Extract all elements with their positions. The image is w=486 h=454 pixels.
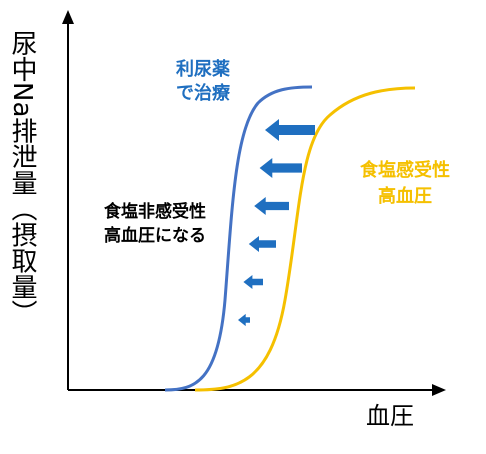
treatment-label-line-2: で治療: [176, 83, 230, 104]
x-axis-arrowhead: [432, 384, 446, 396]
shift-arrows: [238, 119, 315, 327]
treatment-label: 利尿薬 で治療: [158, 58, 248, 106]
salt-sensitive-label: 食塩感受性 高血圧: [340, 158, 470, 210]
salt-nonsensitive-curve: [164, 85, 313, 392]
y-axis-label: 尿中Na排泄量（摂取量）: [7, 30, 37, 326]
x-axis-label: 血圧: [366, 402, 414, 430]
shift-arrow: [254, 197, 289, 215]
treatment-label-line-1: 利尿薬: [176, 59, 230, 80]
salt-sensitive-label-line-2: 高血圧: [378, 186, 432, 207]
salt-nonsensitive-label-line-2: 高血圧になる: [104, 226, 206, 246]
salt-nonsensitive-label: 食塩非感受性 高血圧になる: [80, 200, 230, 248]
salt-sensitive-curve: [194, 86, 416, 392]
salt-sensitive-label-line-1: 食塩感受性: [360, 160, 450, 181]
shift-arrow: [265, 119, 315, 141]
shift-arrow: [248, 236, 276, 252]
salt-nonsensitive-label-line-1: 食塩非感受性: [104, 202, 206, 222]
shift-arrow: [259, 158, 302, 178]
shift-arrow: [243, 275, 263, 289]
shift-arrow: [238, 313, 250, 327]
y-axis-arrowhead: [62, 10, 74, 24]
